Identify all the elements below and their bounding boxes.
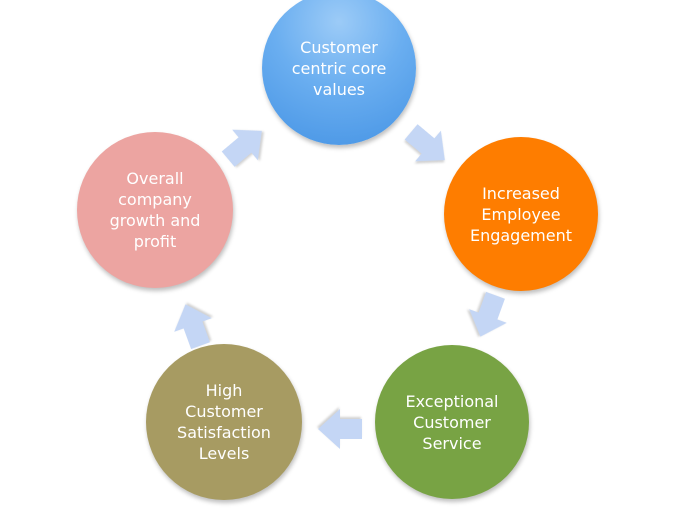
node-increased-employee-engagement: Increased Employee Engagement (444, 137, 598, 291)
arrow-engagement-to-service (461, 288, 515, 344)
node-high-customer-satisfaction-levels: High Customer Satisfaction Levels (146, 344, 302, 500)
node-label: High Customer Satisfaction Levels (177, 381, 271, 463)
node-label: Exceptional Customer Service (405, 391, 499, 453)
arrow-growth-to-core-values (215, 115, 275, 175)
node-label: Customer centric core values (291, 37, 387, 99)
node-label: Overall company growth and profit (109, 169, 201, 251)
arrow-service-to-satisfaction (318, 409, 362, 449)
node-exceptional-customer-service: Exceptional Customer Service (375, 345, 529, 499)
node-label: Increased Employee Engagement (469, 183, 573, 245)
arrow-core-values-to-engagement (398, 116, 458, 176)
node-overall-company-growth-and-profit: Overall company growth and profit (77, 132, 233, 288)
node-customer-centric-core-values: Customer centric core values (262, 0, 416, 145)
